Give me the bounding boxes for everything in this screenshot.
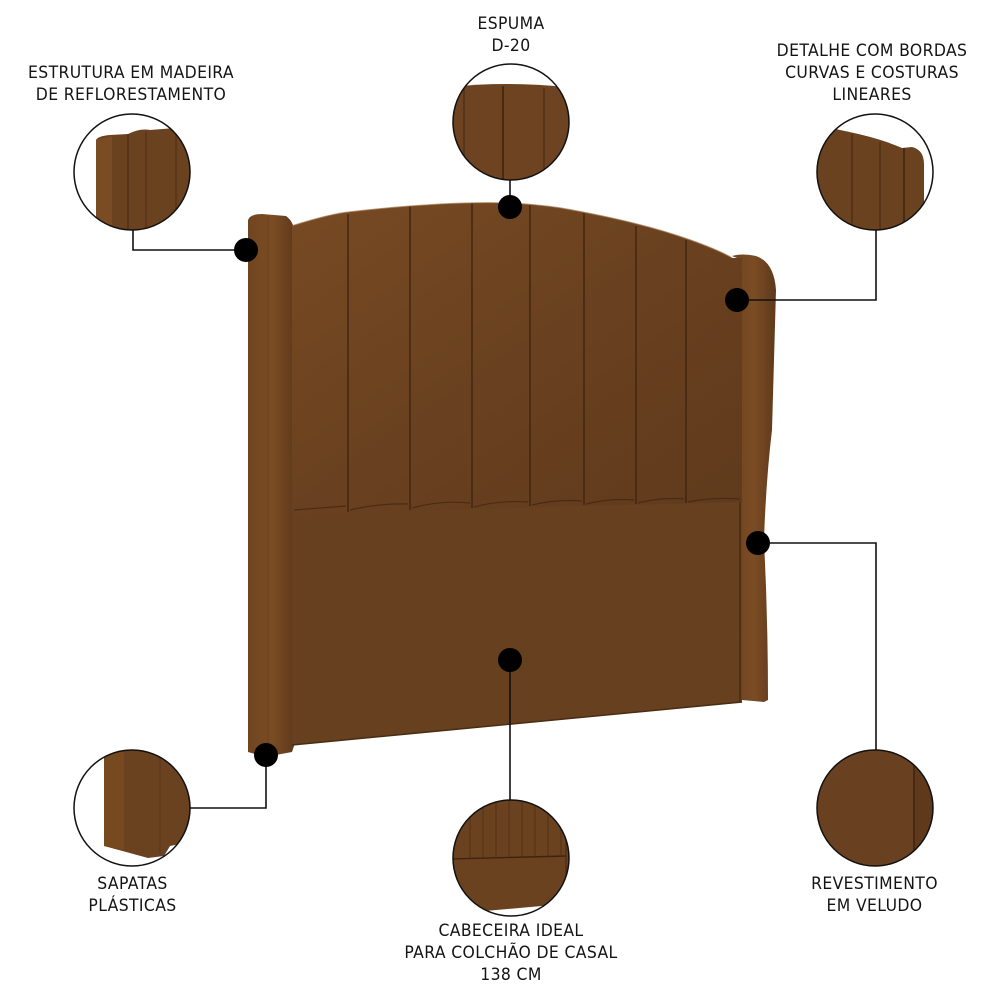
label-line: EM VELUDO [826, 896, 923, 916]
callout-label-espuma: ESPUMA D-20 [436, 13, 585, 57]
channel-seams [347, 203, 687, 512]
label-line: DETALHE COM BORDAS [776, 41, 968, 61]
callout-label-sapatas: SAPATAS PLÁSTICAS [66, 873, 199, 917]
label-line: CURVAS E COSTURAS [785, 63, 959, 83]
right-wing [732, 254, 776, 702]
channel-panel [292, 202, 742, 514]
label-line: ESPUMA [477, 14, 545, 34]
callout-label-detalhe: DETALHE COM BORDAS CURVAS E COSTURAS LIN… [762, 40, 983, 106]
curved-edge-detail-icon [816, 113, 934, 231]
dot-estrutura [234, 238, 258, 262]
left-wing [248, 214, 296, 757]
label-line: LINEARES [832, 85, 912, 105]
callout-dots [234, 195, 770, 767]
label-line: DE REFLORESTAMENTO [35, 85, 227, 105]
headboard [248, 202, 776, 757]
label-line: REVESTIMENTO [811, 874, 938, 894]
plastic-feet-detail-icon [73, 749, 191, 867]
callout-label-cabeceira: CABECEIRA IDEAL PARA COLCHÃO DE CASAL 13… [374, 920, 648, 986]
dot-cabeceira [498, 648, 522, 672]
label-line: CABECEIRA IDEAL [438, 921, 584, 941]
dot-espuma [498, 195, 522, 219]
label-line: 138 CM [480, 965, 542, 985]
label-line: D-20 [491, 36, 531, 56]
callout-label-estrutura: ESTRUTURA EM MADEIRA DE REFLORESTAMENTO [10, 62, 251, 106]
lower-panel [292, 500, 742, 745]
label-line: PLÁSTICAS [88, 896, 177, 916]
label-line: ESTRUTURA EM MADEIRA [28, 63, 234, 83]
callout-label-revestimento: REVESTIMENTO EM VELUDO [799, 873, 951, 917]
velvet-detail-icon [816, 749, 934, 867]
foam-detail-icon [452, 63, 570, 181]
label-line: SAPATAS [97, 874, 168, 894]
dot-revestimento [746, 531, 770, 555]
leader-lines [132, 180, 877, 809]
headboard-overview-detail-icon [452, 799, 570, 917]
dot-detalhe [725, 288, 749, 312]
label-line: PARA COLCHÃO DE CASAL [404, 943, 618, 963]
wood-frame-detail-icon [73, 113, 191, 231]
dot-sapatas [254, 743, 278, 767]
